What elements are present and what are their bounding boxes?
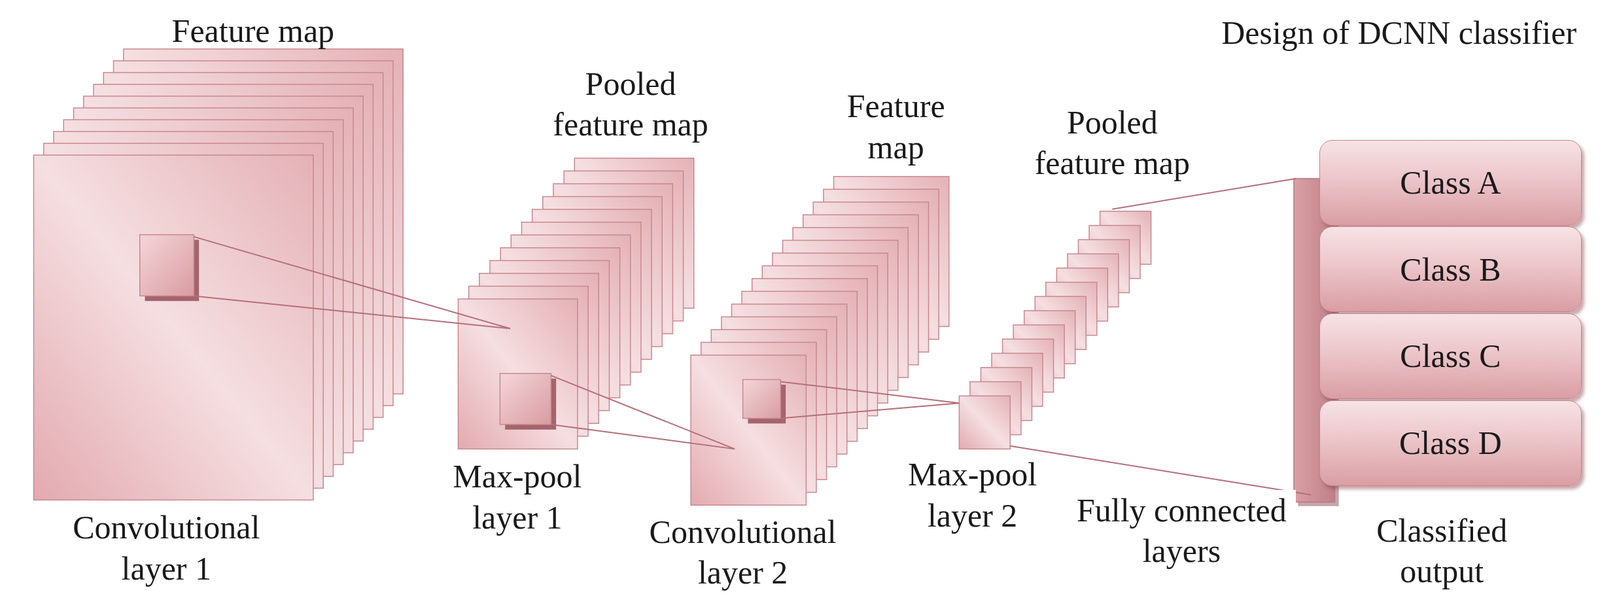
projection-line	[550, 424, 735, 449]
projection-line	[1009, 446, 1311, 496]
kernel-window	[139, 234, 195, 297]
projection-lines	[193, 178, 1311, 496]
layer-label: Feature map	[172, 10, 335, 52]
class-box: Class D	[1319, 400, 1582, 487]
projection-line	[550, 375, 735, 449]
layer-label: Pooled feature map	[1026, 102, 1198, 184]
kernel-window	[743, 379, 782, 418]
layer-label: Feature map	[835, 85, 957, 168]
feature-map-layer	[33, 155, 313, 500]
feature-map-layer	[958, 395, 1010, 449]
layer-stack	[958, 211, 1151, 449]
layer-stack	[457, 158, 694, 450]
class-label: Class A	[1399, 162, 1501, 203]
class-label: Class C	[1399, 336, 1501, 376]
projection-line	[1112, 178, 1296, 210]
layer-label: Max-pool layer 2	[892, 453, 1053, 536]
layer-label: Pooled feature map	[544, 63, 717, 146]
feature-map-layer	[457, 298, 578, 449]
class-box: Class B	[1319, 226, 1582, 313]
projection-line	[193, 295, 511, 329]
class-box: Class A	[1319, 139, 1582, 226]
layer-label: Convolutional layer 2	[633, 511, 853, 594]
feature-map-stacks	[33, 49, 1151, 505]
diagram-title: Design of DCNN classifier	[1221, 12, 1577, 54]
layer-label: Convolutional layer 1	[56, 506, 277, 589]
projection-line	[780, 402, 959, 418]
layer-stack	[690, 176, 950, 505]
feature-map-layer	[690, 355, 806, 505]
kernel-windows	[139, 234, 786, 430]
class-label: Class D	[1399, 423, 1502, 463]
class-label: Class B	[1399, 249, 1501, 290]
layer-label: Max-pool layer 1	[436, 455, 598, 538]
class-box: Class C	[1319, 313, 1582, 400]
layer-label: Classified output	[1361, 510, 1523, 592]
layer-stack	[33, 49, 403, 500]
layer-label: Fully connected layers	[1066, 489, 1296, 572]
projection-line	[780, 381, 959, 403]
projection-line	[193, 236, 511, 329]
kernel-window	[499, 373, 551, 425]
